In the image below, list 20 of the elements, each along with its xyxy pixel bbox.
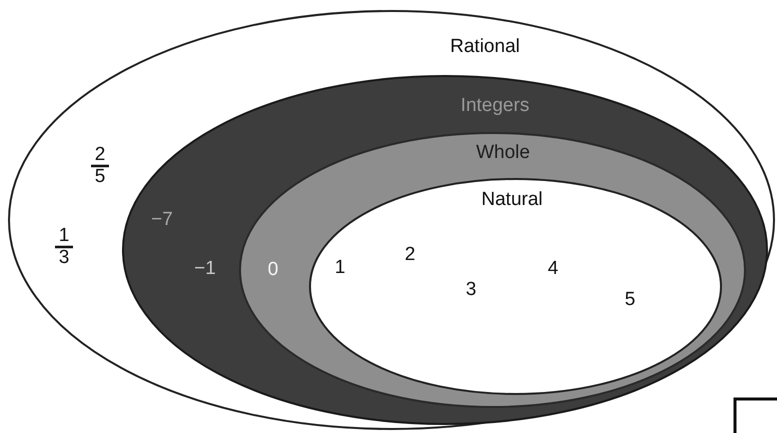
set-ellipse bbox=[8, 10, 775, 430]
number: 5 bbox=[94, 167, 106, 187]
number: 1 bbox=[58, 226, 70, 246]
set-ellipse bbox=[309, 178, 722, 395]
number: 3 bbox=[466, 280, 476, 300]
set-label: Rational bbox=[450, 37, 520, 57]
number: 1 bbox=[334, 258, 346, 278]
set-ellipse bbox=[122, 75, 768, 425]
number: 4 bbox=[548, 259, 558, 279]
number: 0 bbox=[268, 260, 278, 280]
number: 2 bbox=[404, 245, 416, 265]
set-label: Whole bbox=[476, 143, 530, 163]
set-ellipse bbox=[239, 132, 746, 408]
number: 5 bbox=[624, 290, 636, 310]
number: 3 bbox=[58, 248, 70, 268]
set-label: Integers bbox=[460, 96, 530, 116]
number: −7 bbox=[151, 210, 173, 230]
set-label: Natural bbox=[481, 190, 543, 210]
number: 2 bbox=[94, 145, 106, 165]
number: −1 bbox=[194, 259, 216, 279]
